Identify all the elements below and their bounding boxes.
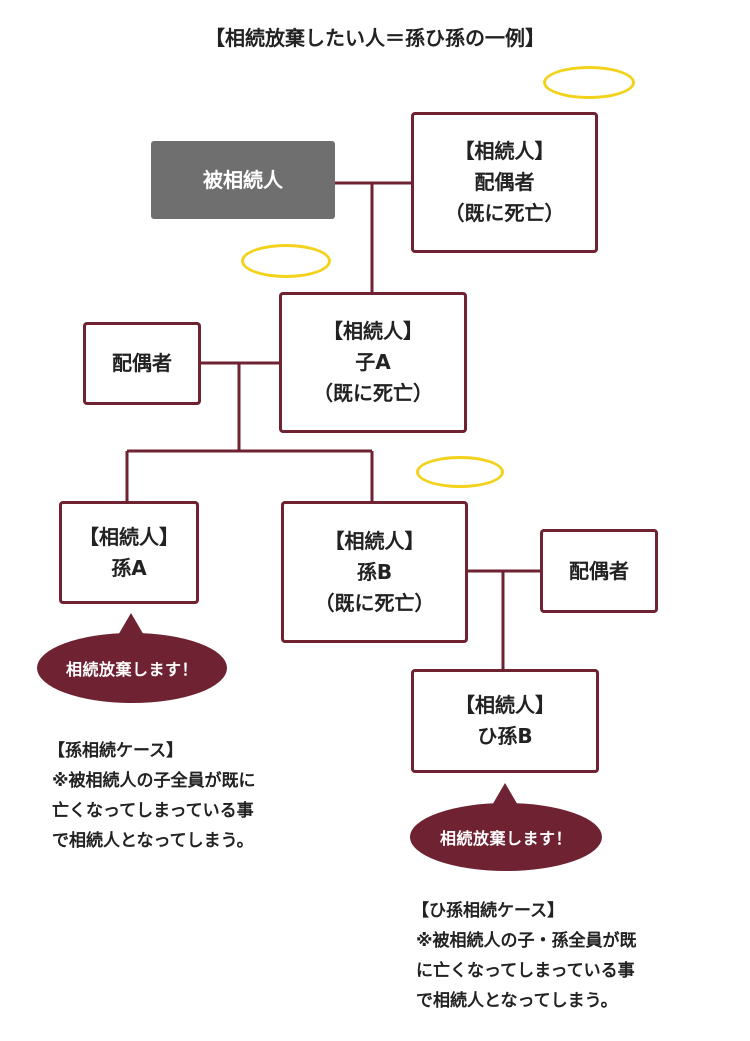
node-label: 子A xyxy=(355,350,391,374)
node-label: 被相続人 xyxy=(203,167,283,192)
note-line: で相続人となってしまう。 xyxy=(416,991,618,1011)
halo-icon xyxy=(543,66,635,99)
node-label: 配偶者 xyxy=(474,170,535,194)
node-label: 配偶者 xyxy=(569,558,629,583)
node-spouse-top: 【相続人】 配偶者 （既に死亡） xyxy=(411,112,598,253)
node-label: 配偶者 xyxy=(112,351,172,375)
node-role: 【相続人】 xyxy=(323,319,423,343)
node-spouse-child: 配偶者 xyxy=(83,322,201,405)
node-status: （既に死亡） xyxy=(444,201,565,225)
note-line: ※被相続人の子全員が既に xyxy=(52,771,256,791)
node-spouse-grandchild: 配偶者 xyxy=(540,529,658,613)
node-status: （既に死亡） xyxy=(314,590,435,615)
node-great-grandchild-b: 【相続人】 ひ孫B xyxy=(411,669,599,773)
bubble-text: 相続放棄します！ xyxy=(65,660,198,679)
note-heading: 【孫相続ケース】 xyxy=(48,741,184,761)
note-line: に亡くなってしまっている事 xyxy=(416,961,635,981)
node-label: 孫B xyxy=(356,559,393,584)
node-role: 【相続人】 xyxy=(324,528,425,553)
halo-icon xyxy=(241,244,331,278)
node-label: ひ孫B xyxy=(477,724,533,748)
bubble-text: 相続放棄します！ xyxy=(439,829,572,848)
node-role: 【相続人】 xyxy=(79,524,179,549)
note-great-grandchild-case: 【ひ孫相続ケース】 ※被相続人の子・孫全員が既 に亡くなってしまっている事 で相… xyxy=(412,896,637,1016)
note-line: 亡くなってしまっている事 xyxy=(52,801,254,821)
node-role: 【相続人】 xyxy=(454,139,555,163)
note-heading: 【ひ孫相続ケース】 xyxy=(412,901,565,921)
node-grandchild-a: 【相続人】 孫A xyxy=(59,501,199,604)
node-deceased: 被相続人 xyxy=(151,141,335,219)
node-child-a: 【相続人】 子A （既に死亡） xyxy=(279,292,467,433)
renunciation-bubble-great-grandchild-b: 相続放棄します！ xyxy=(410,803,602,871)
note-grandchild-case: 【孫相続ケース】 ※被相続人の子全員が既に 亡くなってしまっている事 で相続人と… xyxy=(48,736,256,856)
note-line: で相続人となってしまう。 xyxy=(52,831,254,851)
halo-icon xyxy=(416,456,504,488)
node-status: （既に死亡） xyxy=(313,381,433,405)
node-label: 孫A xyxy=(111,555,147,580)
renunciation-bubble-grandchild-a: 相続放棄します！ xyxy=(37,633,227,703)
node-grandchild-b: 【相続人】 孫B （既に死亡） xyxy=(281,501,468,643)
diagram-title: 【相続放棄したい人＝孫ひ孫の一例】 xyxy=(205,26,545,50)
note-line: ※被相続人の子・孫全員が既 xyxy=(416,931,637,951)
node-role: 【相続人】 xyxy=(455,693,555,717)
